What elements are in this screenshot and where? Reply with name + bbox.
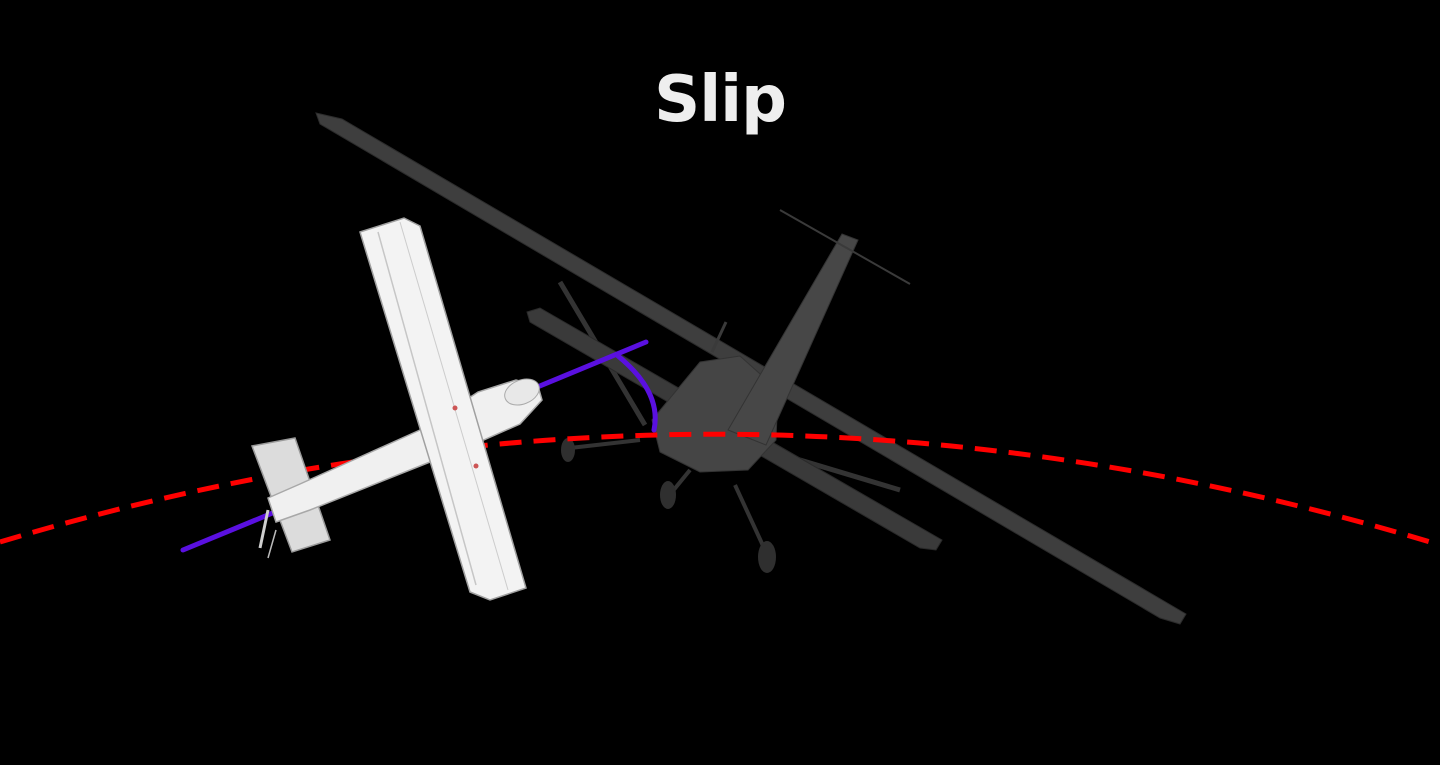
actual-aircraft-cowling [504,378,540,406]
ghost-aircraft-tail [727,233,859,446]
ghost-aircraft-antenna-2 [710,321,728,353]
actual-aircraft-tail-antenna [267,529,277,559]
ghost-aircraft-gear-leg-right [733,484,767,551]
flight-path-line [0,431,1440,548]
actual-aircraft [250,217,543,601]
actual-aircraft-wing [359,217,527,601]
ghost-aircraft-gear-leg-nose [569,438,641,450]
heading-line-nose [532,339,649,391]
actual-aircraft-nav-light-left [452,405,458,411]
heading-indicator [180,339,658,553]
ghost-aircraft-fuselage [651,355,779,473]
slip-angle-arc [615,353,658,433]
ghost-aircraft-wheel-right [758,541,776,573]
actual-aircraft-nav-light-right [473,463,479,469]
actual-aircraft-tail-fin [258,509,270,549]
ghost-aircraft-antenna [779,209,911,285]
heading-line-tail [180,509,278,553]
ghost-aircraft-wheel-nose [561,438,575,462]
ghost-aircraft-wheel-left [660,481,676,509]
actual-aircraft-aileron-line [377,231,477,586]
diagram-title: Slip [654,63,787,137]
